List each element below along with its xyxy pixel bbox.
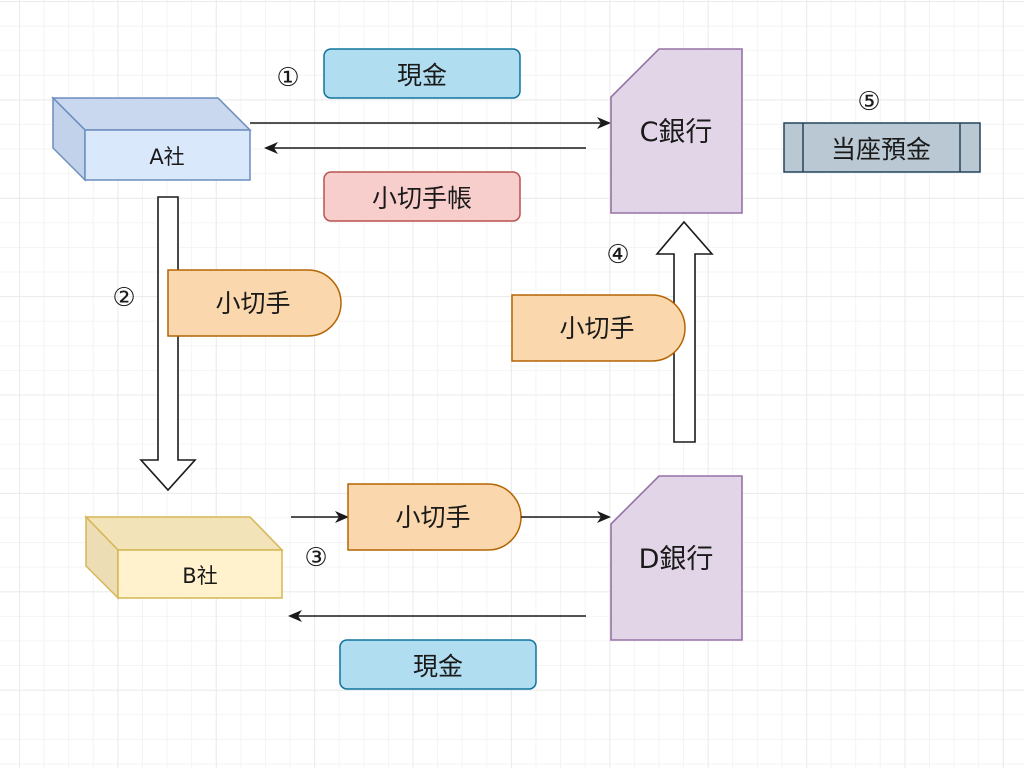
check-step-4-node[interactable]: 小切手 — [511, 294, 686, 362]
check-step-4-label: 小切手 — [559, 314, 634, 343]
check-step-2-shape — [167, 269, 342, 337]
company-b-front-face — [117, 549, 283, 599]
company-a-top-face — [51, 97, 252, 131]
bank-d-label: D銀行 — [639, 544, 714, 575]
check-step-3-label: 小切手 — [395, 503, 470, 532]
check-step-2-node[interactable]: 小切手 — [167, 269, 342, 337]
check-step-3-shape — [347, 483, 522, 551]
step-1-marker: ① — [276, 63, 299, 93]
cash-bottom-box — [339, 639, 537, 690]
current-deposit-label: 当座預金 — [831, 135, 931, 164]
bank-d-node[interactable]: D銀行 — [610, 475, 743, 641]
company-b-node[interactable]: B社 — [84, 515, 284, 600]
current-deposit-box — [783, 122, 981, 173]
check-step-3-node[interactable]: 小切手 — [347, 483, 522, 551]
block-arrow-a-to-b — [139, 196, 197, 492]
bank-c-shape — [610, 48, 743, 214]
company-b-top-face — [84, 516, 284, 551]
cash-bottom-node[interactable]: 現金 — [339, 639, 537, 690]
check-step-2-label: 小切手 — [215, 289, 290, 318]
cash-bottom-label: 現金 — [413, 652, 463, 681]
cash-top-node[interactable]: 現金 — [323, 48, 521, 99]
cash-top-label: 現金 — [397, 61, 447, 90]
checkbook-label: 小切手帳 — [372, 184, 472, 213]
company-a-node[interactable]: A社 — [51, 96, 252, 182]
company-a-front-face — [84, 129, 251, 181]
company-b-label: B社 — [182, 564, 217, 588]
step-5-marker: ⑤ — [857, 87, 880, 117]
check-step-4-shape — [511, 294, 686, 362]
step-3-marker: ③ — [304, 543, 327, 573]
checkbook-box — [323, 171, 521, 222]
step-4-marker: ④ — [606, 240, 629, 270]
company-a-label: A社 — [149, 145, 184, 169]
bank-c-label: C銀行 — [640, 117, 713, 148]
current-deposit-node[interactable]: 当座預金 — [783, 122, 981, 173]
checkbook-node[interactable]: 小切手帳 — [323, 171, 521, 222]
bank-c-node[interactable]: C銀行 — [610, 48, 743, 214]
cash-top-box — [323, 48, 521, 99]
bank-d-shape — [610, 475, 743, 641]
step-2-marker: ② — [112, 283, 135, 313]
